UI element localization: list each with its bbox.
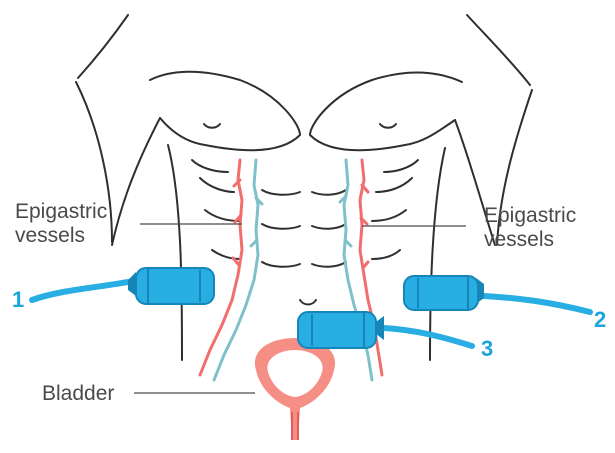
- left-flank: [168, 145, 182, 360]
- bladder-label: Bladder: [42, 382, 114, 406]
- epigastric-right-line2: vessels: [484, 228, 576, 252]
- left-epigastric-vein: [214, 160, 258, 380]
- epigastric-left-line1: Epigastric: [15, 200, 107, 224]
- left-arm-outline: [112, 118, 160, 245]
- probe-3-number: 3: [481, 337, 493, 361]
- right-nipple: [380, 124, 396, 128]
- left-pectoral: [150, 72, 300, 151]
- probe-2-number: 2: [594, 308, 606, 332]
- probe-2-icon: [404, 276, 590, 312]
- bladder-shape: [255, 338, 335, 440]
- probe-3-icon: [298, 312, 472, 348]
- left-nipple: [204, 124, 220, 128]
- epigastric-right-line1: Epigastric: [484, 204, 576, 228]
- right-pectoral: [310, 73, 462, 151]
- right-flank: [430, 148, 445, 360]
- navel: [300, 300, 316, 305]
- right-neck-line: [467, 15, 530, 85]
- probe-1-number: 1: [12, 288, 24, 312]
- probe-1-icon: [32, 268, 214, 304]
- epigastric-left-line2: vessels: [15, 224, 107, 248]
- epigastric-left-label: Epigastric vessels: [15, 200, 107, 248]
- epigastric-right-label: Epigastric vessels: [484, 204, 576, 252]
- left-neck-line: [78, 15, 128, 78]
